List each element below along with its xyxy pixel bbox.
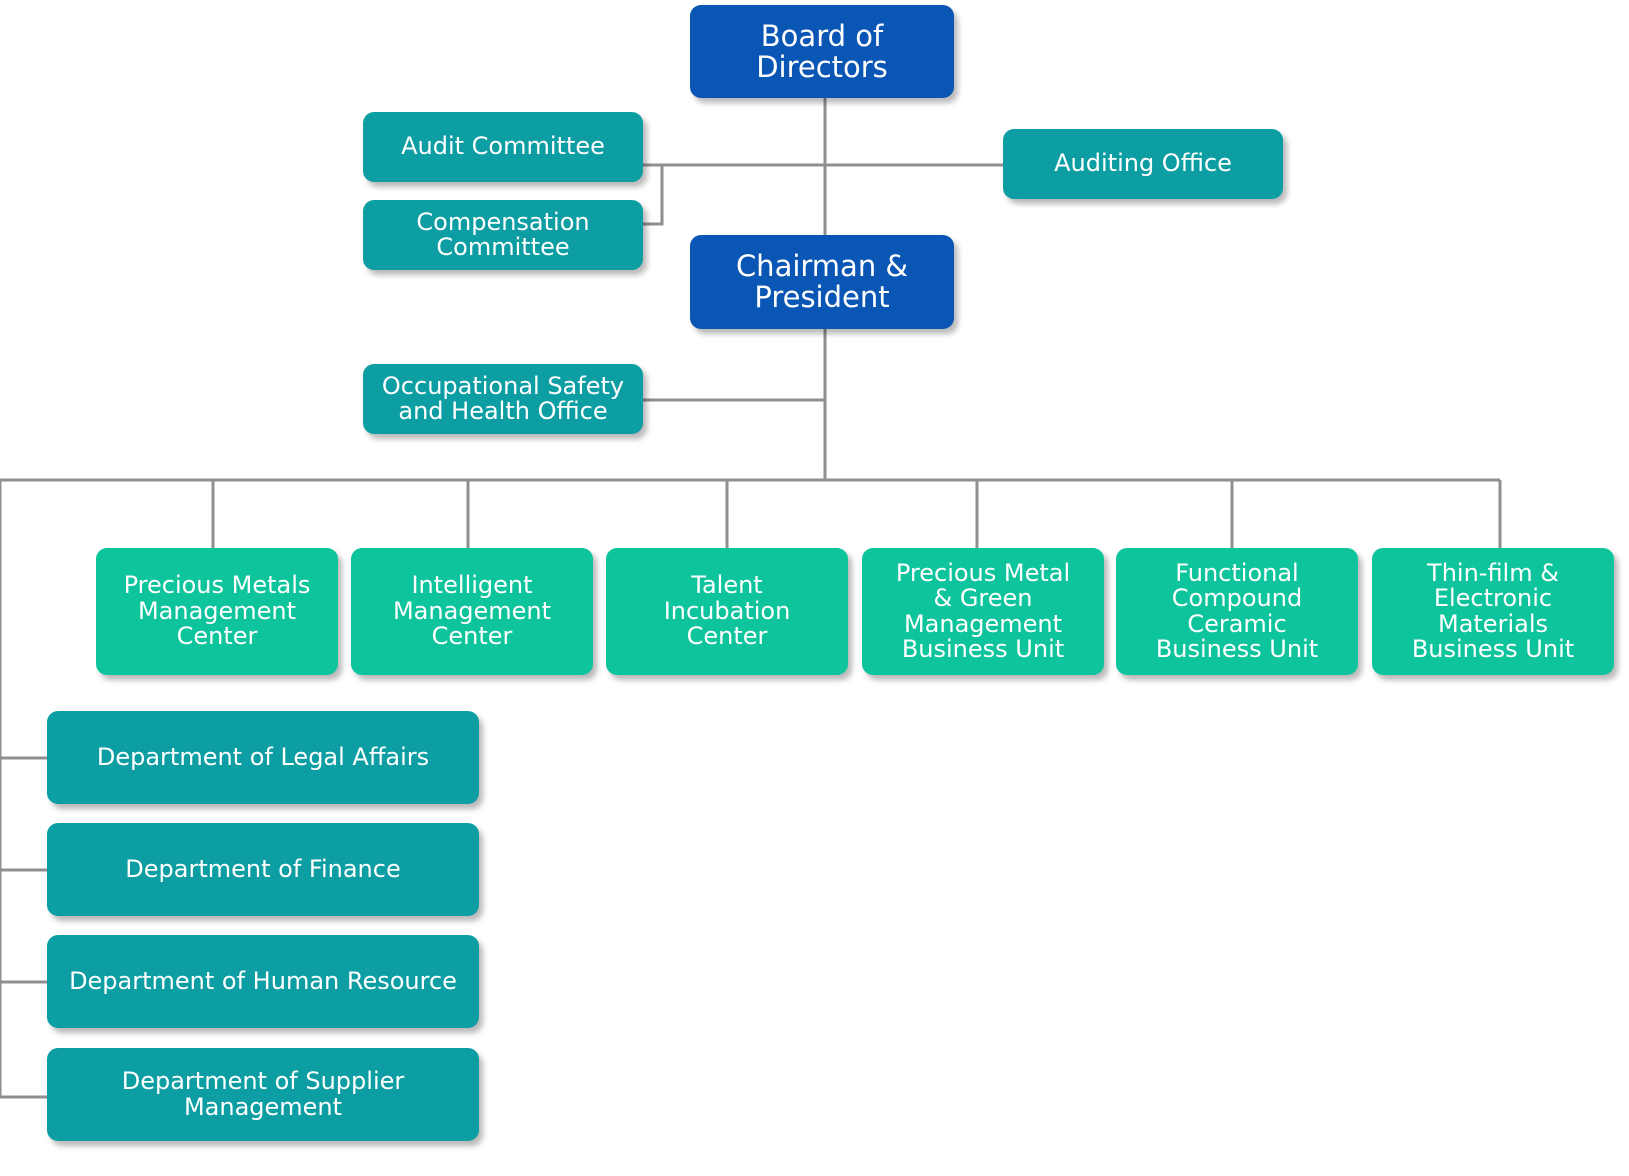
unit-precious-metals-management-center: Precious Metals Management Center bbox=[96, 548, 338, 675]
unit-functional-compound-ceramic: Functional Compound Ceramic Business Uni… bbox=[1116, 548, 1358, 675]
unit-thin-film-electronic-materials: Thin-film & Electronic Materials Busines… bbox=[1372, 548, 1614, 675]
connector-departments-rail bbox=[0, 480, 47, 1099]
unit-precious-metal-green-management: Precious Metal & Green Management Busine… bbox=[862, 548, 1104, 675]
connector-compensation bbox=[642, 165, 664, 226]
compensation-committee-box: Compensation Committee bbox=[363, 200, 643, 270]
department-finance: Department of Finance bbox=[47, 823, 479, 916]
department-human-resource: Department of Human Resource bbox=[47, 935, 479, 1028]
unit-talent-incubation-center: Talent Incubation Center bbox=[606, 548, 848, 675]
department-legal-affairs: Department of Legal Affairs bbox=[47, 711, 479, 804]
occupational-safety-office-box: Occupational Safety and Health Office bbox=[363, 364, 643, 434]
board-of-directors-box: Board of Directors bbox=[690, 5, 954, 98]
department-supplier-management: Department of Supplier Management bbox=[47, 1048, 479, 1141]
audit-committee-box: Audit Committee bbox=[363, 112, 643, 182]
auditing-office-box: Auditing Office bbox=[1003, 129, 1283, 199]
unit-intelligent-management-center: Intelligent Management Center bbox=[351, 548, 593, 675]
chairman-president-box: Chairman & President bbox=[690, 235, 954, 329]
